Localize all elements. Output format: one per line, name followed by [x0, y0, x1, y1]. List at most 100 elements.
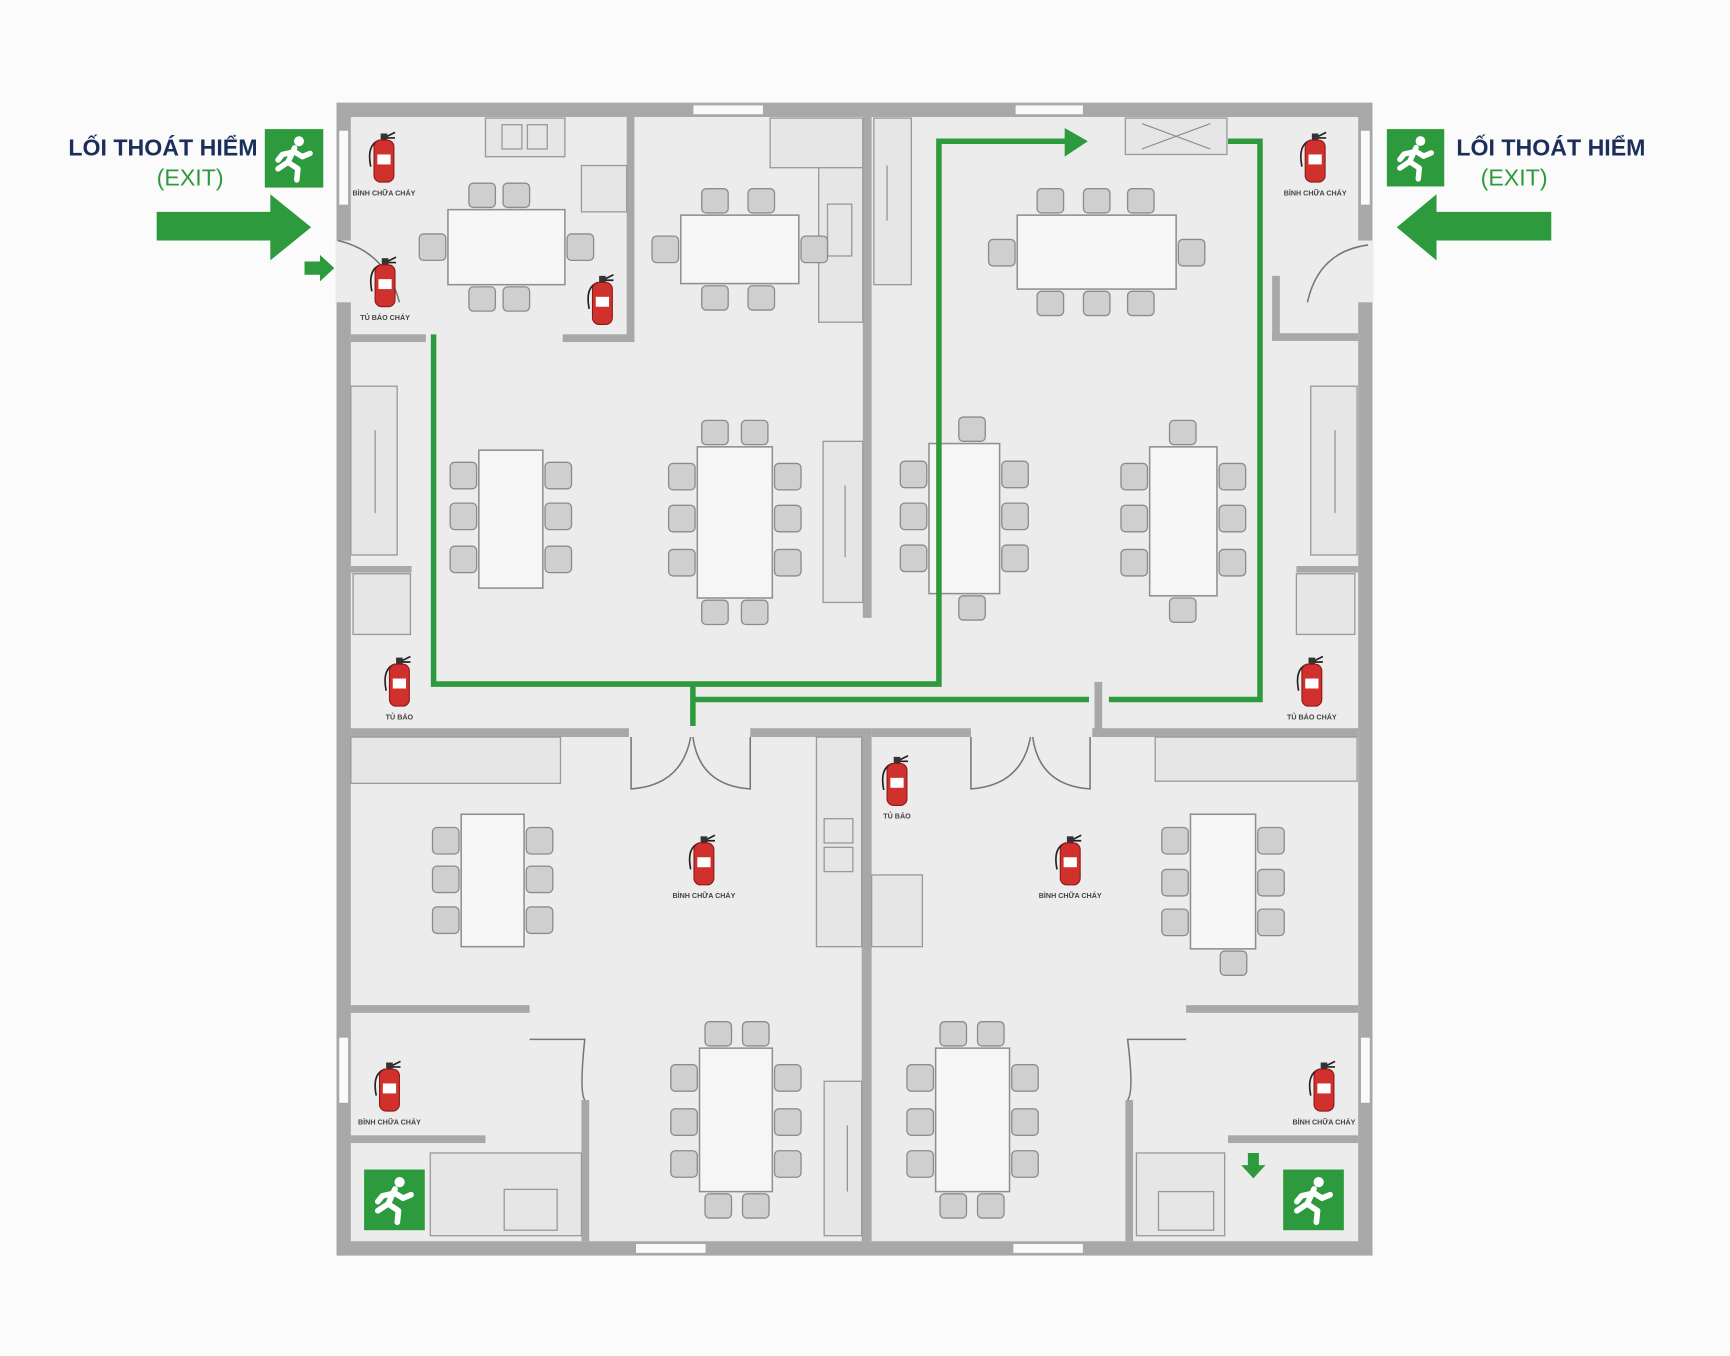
wardrobe: [350, 385, 398, 556]
chair: [939, 1021, 968, 1047]
exit-sign-background: [264, 129, 324, 188]
exit-sign: [264, 129, 324, 188]
chair: [773, 1150, 802, 1178]
chair: [670, 1064, 698, 1092]
window: [1012, 1242, 1085, 1254]
extinguisher-label: BÌNH CHỮA CHÁY: [1284, 188, 1347, 197]
interior-wall: [562, 334, 635, 343]
counter: [769, 117, 864, 169]
fire-extinguisher: [587, 273, 614, 325]
chair: [670, 1108, 698, 1136]
interior-wall: [750, 728, 872, 738]
chair: [651, 235, 680, 264]
fire-extinguisher-icon: [1308, 1060, 1336, 1112]
fire-extinguisher-icon: [881, 755, 909, 806]
fire-extinguisher-icon: [368, 131, 396, 183]
chair: [525, 826, 554, 855]
fire-extinguisher: TỦ BÁO CHÁY: [1287, 655, 1337, 721]
table: [1016, 214, 1177, 290]
chair: [566, 233, 595, 262]
exit-sign: [1283, 1169, 1344, 1231]
chair: [1126, 188, 1155, 214]
counter: [1154, 736, 1358, 782]
chair: [431, 906, 460, 935]
route-line: [690, 684, 1089, 726]
chair: [1219, 950, 1248, 977]
chair: [1218, 504, 1247, 533]
chair: [740, 599, 769, 626]
door-swing: [337, 239, 401, 303]
running-man-icon: [374, 1176, 414, 1226]
chair: [773, 462, 802, 491]
chair: [1257, 868, 1285, 897]
interior-wall: [350, 1005, 530, 1013]
interior-wall: [350, 1135, 486, 1144]
cabinet: [822, 440, 864, 604]
fire-extinguisher-icon: [1299, 131, 1327, 183]
extinguisher-label: TỦ BÁO: [386, 712, 414, 721]
running-man-icon: [1294, 1176, 1333, 1226]
chair: [1011, 1150, 1039, 1178]
table: [696, 446, 774, 599]
chair: [701, 285, 729, 311]
window: [1359, 1036, 1371, 1104]
cabinet: [823, 1080, 863, 1237]
sink-basin: [501, 124, 523, 150]
door-swing: [1306, 244, 1369, 303]
interior-wall: [862, 116, 872, 618]
door-swing: [1031, 736, 1091, 790]
chair: [773, 504, 802, 533]
chair: [939, 1193, 968, 1219]
interior-wall: [1227, 1135, 1359, 1144]
exit-title: LỐI THOÁT HIỂM: [1456, 134, 1645, 161]
route-line: [430, 138, 1069, 687]
chair: [418, 233, 447, 262]
chair: [468, 286, 497, 312]
exit-arrow-left-icon: [1396, 194, 1552, 261]
chair: [899, 544, 928, 573]
window: [1359, 129, 1371, 206]
fire-extinguisher: BÌNH CHỮA CHÁY: [358, 1060, 421, 1126]
chair: [701, 419, 729, 446]
fire-extinguisher-icon: [587, 273, 614, 325]
fire-extinguisher-icon: [384, 655, 411, 707]
exit-sign: [364, 1169, 425, 1231]
interior-wall: [1092, 728, 1359, 738]
route-arrowhead: [1064, 127, 1088, 157]
table: [478, 449, 544, 589]
chair: [449, 461, 478, 490]
fire-extinguisher: BÌNH CHỮA CHÁY: [1039, 834, 1102, 900]
dining-table-group: [651, 188, 829, 311]
dining-table-group: [431, 813, 554, 948]
chair: [525, 906, 554, 935]
extinguisher-label: TỦ BÁO CHÁY: [360, 313, 410, 322]
cabinet: [1295, 573, 1356, 636]
chair: [1126, 290, 1155, 317]
appliance: [826, 203, 853, 257]
chair: [1120, 504, 1149, 533]
chair: [1257, 826, 1285, 855]
door-swing: [630, 736, 692, 790]
chair: [958, 416, 986, 443]
table: [447, 208, 566, 286]
table: [1148, 446, 1218, 597]
chair: [701, 188, 729, 214]
chair: [1001, 544, 1029, 573]
chair: [1177, 238, 1206, 267]
dining-table-group: [667, 419, 802, 626]
route-line: [1108, 138, 1263, 703]
exit-title: LỐI THOÁT HIỂM: [68, 134, 257, 161]
chair: [800, 235, 829, 264]
chair: [1011, 1064, 1039, 1092]
chair: [1120, 462, 1149, 491]
fire-extinguisher: BÌNH CHỮA CHÁY: [672, 834, 736, 900]
evacuation-route: [304, 127, 1266, 1179]
interior-wall: [1272, 275, 1280, 339]
sink-counter: [484, 117, 566, 158]
fire-extinguisher-icon: [688, 834, 716, 886]
dining-table-group: [670, 1021, 802, 1219]
chair: [1161, 908, 1189, 937]
chair: [449, 502, 478, 531]
fire-extinguisher: BÌNH CHỮA CHÁY: [1284, 131, 1347, 197]
